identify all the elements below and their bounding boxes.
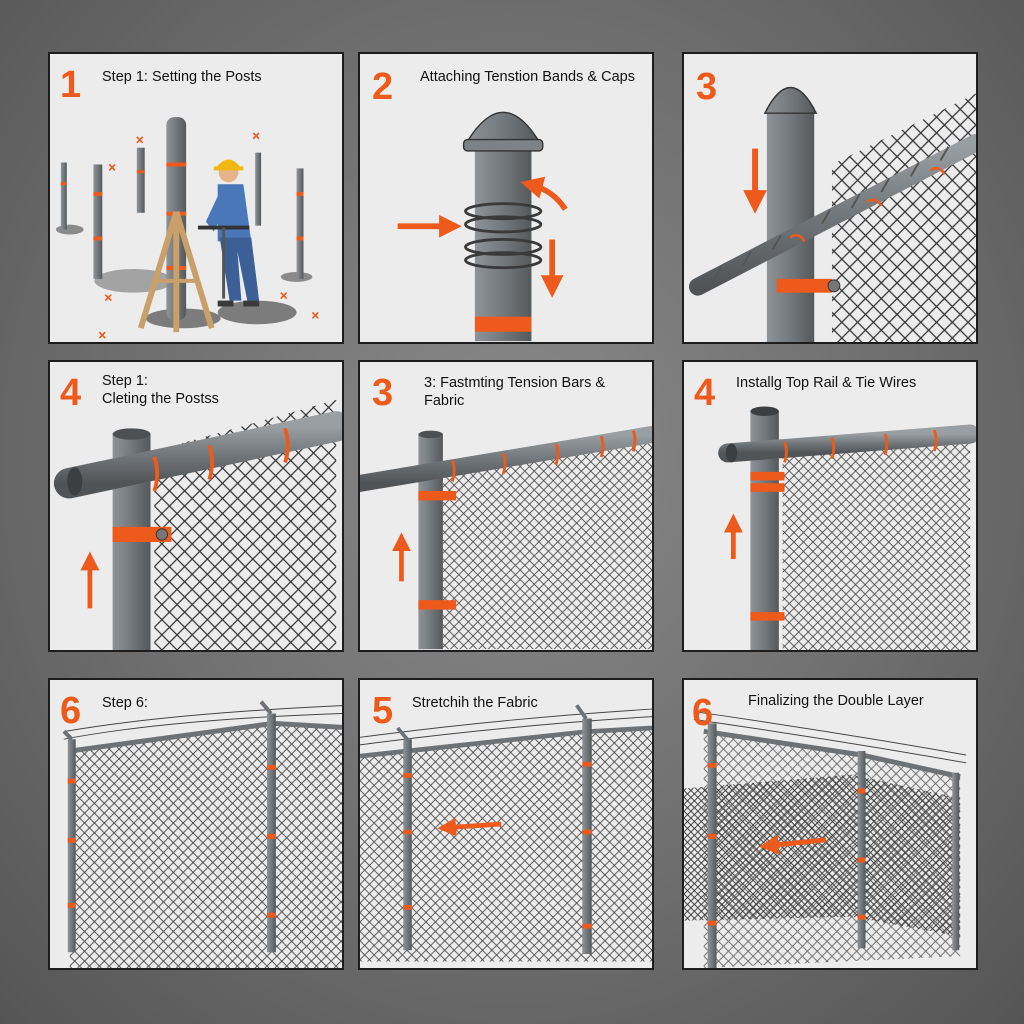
step-panel-8: 5 Stretchih the Fabric [358, 678, 654, 970]
step-number: 4 [60, 372, 82, 414]
step-caption: Finalizing the Double Layer [748, 693, 924, 709]
step-caption: Step 1: Cleting the Postss [102, 373, 219, 408]
step-caption: Step 1: Setting the Posts [102, 69, 262, 85]
step-caption: Step 6: [102, 695, 148, 711]
step-9-illustration [684, 711, 967, 968]
step-panel-9: 6 Finalizing the Double Layer [682, 678, 978, 970]
step-1-illustration [55, 117, 319, 339]
step-panel-3: 3 [682, 52, 978, 344]
step-caption: Stretchih the Fabric [412, 695, 538, 711]
step-caption: Attaching Tenstion Bands & Caps [420, 69, 635, 85]
step-panel-7: 6 Step 6: [48, 678, 344, 970]
step-panel-5: 3 3: Fastmting Tension Bars & Fabric [358, 360, 654, 652]
step-number: 5 [372, 690, 394, 732]
step-number: 6 [692, 692, 714, 734]
worker-figure [197, 159, 260, 307]
step-2-illustration [397, 111, 568, 342]
step-8-illustration [360, 704, 652, 962]
step-caption: Installg Top Rail & Tie Wires [736, 375, 917, 391]
step-5-illustration [360, 425, 652, 650]
step-panel-1: 1 Step 1: Setting the Posts [48, 52, 344, 344]
step-6-illustration [718, 406, 976, 650]
step-panel-2: 2 Attaching Tenstion Bands & Caps [358, 52, 654, 344]
step-number: 1 [60, 64, 82, 106]
step-number: 4 [694, 372, 716, 414]
step-number: 6 [60, 690, 82, 732]
step-number: 3 [696, 66, 718, 108]
step-panel-4: 4 Step 1: Cleting the Postss [48, 360, 344, 652]
step-panel-6: 4 Installg Top Rail & Tie Wires [682, 360, 978, 652]
step-3-illustration [688, 86, 976, 342]
step-number: 3 [372, 372, 394, 414]
step-4-illustration [53, 399, 342, 650]
step-number: 2 [372, 66, 394, 108]
step-7-illustration [62, 700, 342, 968]
step-caption: 3: Fastmting Tension Bars & Fabric [424, 375, 606, 410]
